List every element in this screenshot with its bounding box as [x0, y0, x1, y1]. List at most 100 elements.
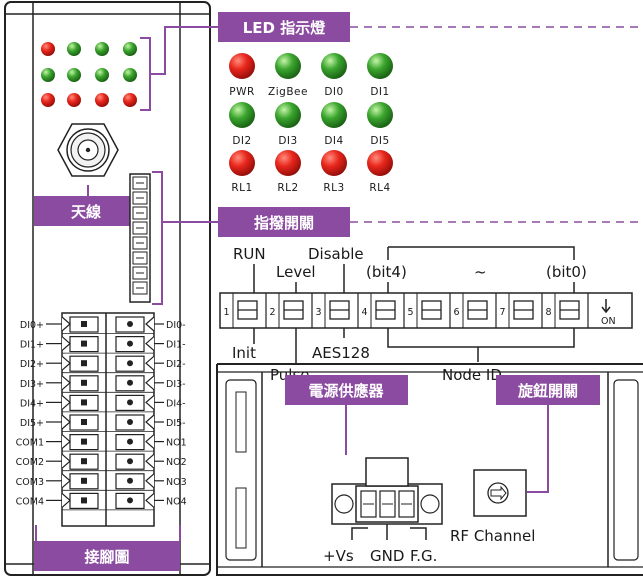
terminal-clip — [61, 492, 71, 508]
pin-label-left: DI4+ — [20, 398, 44, 409]
terminal-screw-head — [81, 340, 87, 347]
led-di0 — [321, 53, 347, 79]
terminal-clip — [61, 453, 71, 469]
dip-label-aes: AES128 — [312, 344, 370, 362]
pin-label-left: COM1 — [16, 438, 44, 449]
dip-label-run: RUN — [233, 245, 266, 263]
terminal-screw-head — [127, 360, 133, 367]
led-label: DI3 — [278, 135, 297, 147]
power-label-gnd: GND — [370, 547, 404, 565]
dip-label-bit0: (bit0) — [546, 263, 587, 281]
terminal-clip — [145, 394, 155, 410]
pin-label-left: DI5+ — [20, 418, 44, 429]
terminal-blocks — [61, 312, 155, 527]
led-rl1 — [229, 150, 255, 176]
terminal-screw-head — [81, 321, 87, 327]
terminal-clip — [61, 316, 71, 332]
dip-number: 7 — [499, 307, 505, 318]
terminal-screw-head — [127, 458, 133, 465]
terminal-screw-head — [81, 360, 87, 367]
dip-on-label: ON — [601, 316, 616, 327]
terminal-clip — [145, 355, 155, 371]
power-label-vs: +Vs — [323, 547, 354, 565]
terminal-clip — [145, 316, 155, 332]
device-led — [95, 68, 109, 82]
terminal-clip — [61, 434, 71, 450]
led-label: DI4 — [324, 135, 343, 147]
pin-label-left: DI1+ — [20, 340, 44, 351]
device-led — [41, 93, 55, 107]
terminal-screw-head — [81, 419, 87, 425]
led-label: RL1 — [231, 182, 252, 194]
led-label: RL2 — [277, 182, 298, 194]
pin-label-left: DI2+ — [20, 359, 44, 370]
terminal-clip — [145, 375, 155, 391]
led-label: DI0 — [324, 86, 343, 98]
dip-label-init: Init — [232, 344, 256, 362]
dip-number: 1 — [223, 307, 229, 318]
led-di4 — [321, 102, 347, 128]
arrow-down-icon — [601, 299, 611, 314]
led-di1 — [367, 53, 393, 79]
power-label-fg: F.G. — [410, 547, 437, 565]
terminal-screw-head — [127, 379, 133, 386]
pin-label-right: NO1 — [166, 438, 187, 449]
led-di3 — [275, 102, 301, 128]
led-tag-label: LED 指示燈 — [243, 19, 326, 37]
pin-label-right: DI2- — [166, 359, 186, 370]
device-led — [67, 68, 81, 82]
terminal-screw-head — [81, 497, 87, 504]
led-label: RL4 — [369, 182, 390, 194]
antenna-connector — [57, 123, 119, 177]
pin-label-right: NO4 — [166, 496, 187, 507]
device-led — [95, 93, 109, 107]
pin-label-right: NO3 — [166, 477, 187, 488]
device-led — [123, 68, 137, 82]
dip-number: 5 — [407, 307, 413, 318]
terminal-screw-head — [127, 477, 133, 484]
led-zigbee — [275, 53, 301, 79]
device-led — [95, 42, 109, 56]
terminal-clip — [61, 473, 71, 489]
device-led — [67, 93, 81, 107]
terminal-screw-head — [81, 477, 87, 484]
terminal-clip — [145, 336, 155, 352]
dip-label-bit4: (bit4) — [366, 263, 407, 281]
pin-label-right: DI3- — [166, 379, 186, 390]
terminal-clip — [145, 453, 155, 469]
terminal-clip — [61, 414, 71, 430]
led-label: ZigBee — [268, 86, 308, 98]
terminal-clip — [61, 355, 71, 371]
led-pwr — [229, 53, 255, 79]
device-front — [216, 363, 643, 576]
rotary-tag — [496, 375, 600, 405]
led-di5 — [367, 102, 393, 128]
dip-label-level: Level — [276, 263, 316, 281]
dip-number: 8 — [545, 307, 551, 318]
terminal-screw-head — [127, 399, 133, 406]
dip-label-node-id: Node ID — [442, 366, 502, 384]
terminal-screw-head — [127, 497, 133, 504]
terminal-clip — [61, 336, 71, 352]
dip-number: 3 — [315, 307, 321, 318]
terminal-screw-head — [127, 340, 133, 347]
terminal-screw-head — [81, 458, 87, 465]
terminal-screw-head — [81, 379, 87, 386]
terminal-clip — [145, 492, 155, 508]
pin-label-right: DI4- — [166, 398, 186, 409]
led-label: DI5 — [370, 135, 389, 147]
power-connector — [331, 457, 443, 540]
device-led — [123, 42, 137, 56]
terminal-screw-head — [127, 321, 133, 327]
arrow-right-icon — [490, 485, 507, 501]
power-tag-label: 電源供應器 — [308, 382, 384, 400]
led-label: DI1 — [370, 86, 389, 98]
antenna-tag-label: 天線 — [71, 203, 101, 221]
led-label: DI2 — [232, 135, 251, 147]
rotary-tag-label: 旋鈕開關 — [517, 382, 578, 400]
led-rl3 — [321, 150, 347, 176]
device-body — [4, 1, 211, 576]
device-dip-strip — [129, 173, 151, 303]
